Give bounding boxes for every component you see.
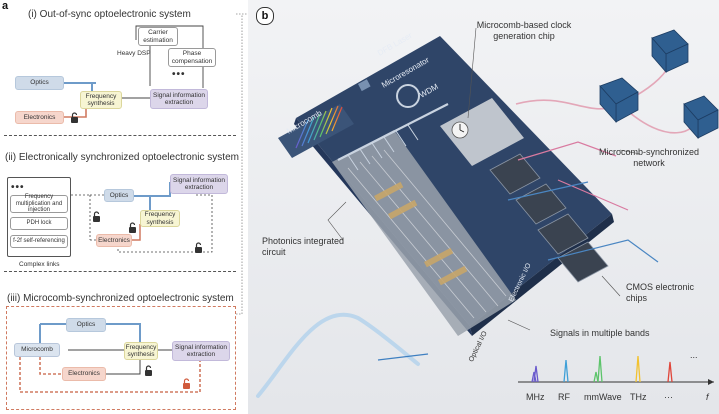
section-iii-connectors — [19, 323, 201, 393]
section-iii-frame — [6, 306, 236, 410]
heavy-dsp-label: Heavy DSP — [117, 50, 151, 57]
cmos-label: CMOS electronic chips — [626, 282, 695, 303]
complex-links-label: Complex links — [19, 261, 60, 268]
band-rf: RF — [558, 392, 570, 402]
divider-1 — [4, 135, 236, 136]
signals-label: Signals in multiple bands — [550, 328, 650, 338]
lock-icon-red — [183, 378, 190, 389]
photonics-label: Photonics integrated circuit — [262, 236, 345, 257]
band-mmwave: mmWave — [584, 392, 622, 402]
microcomb-box: Microcomb — [14, 343, 60, 357]
electronics-box-i: Electronics — [15, 111, 64, 124]
lock-icon — [145, 365, 152, 376]
band-more: ··· — [664, 392, 673, 402]
section-ii-title: (ii) Electronically synchronized optoele… — [5, 152, 239, 163]
optics-box-i: Optics — [15, 76, 64, 90]
optics-box-iii: Optics — [66, 318, 106, 332]
panel-link-line — [236, 13, 254, 315]
panel-b-illustration — [248, 0, 719, 414]
frequency-synthesis-box-iii: Frequency synthesis — [124, 342, 158, 360]
phase-compensation-box: Phase compensation — [168, 48, 216, 67]
network-label: Microcomb-synchronized network — [598, 147, 700, 168]
dsp-ellipsis: ••• — [172, 69, 186, 80]
carrier-estimation-box: Carrier estimation — [138, 27, 178, 46]
f2f-box: f-2f self-referencing — [10, 235, 68, 248]
freq-mult-box: Frequency multiplication and injection — [10, 194, 68, 213]
panel-b-letter: b — [256, 7, 274, 25]
lock-icon — [129, 222, 136, 233]
band-mhz: MHz — [526, 392, 545, 402]
panel-a-letter: a — [2, 0, 9, 12]
pdh-lock-box: PDH lock — [10, 217, 68, 230]
signal-extraction-box-i: Signal information extraction — [150, 89, 208, 109]
clock-chip-label: Microcomb-based clock generation chip — [476, 20, 572, 41]
band-thz: THz — [630, 392, 647, 402]
lock-icon — [195, 242, 202, 253]
frequency-synthesis-box-i: Frequency synthesis — [80, 91, 122, 109]
section-iii-title: (iii) Microcomb-synchronized optoelectro… — [7, 293, 234, 304]
frequency-axis-label: f — [706, 392, 709, 402]
signal-extraction-box-iii: Signal information extraction — [172, 341, 230, 361]
electronics-box-iii: Electronics — [62, 367, 106, 381]
spectrum-ellipsis: ... — [690, 350, 698, 360]
divider-2 — [4, 271, 236, 272]
optics-box-ii: Optics — [104, 189, 134, 202]
lock-icon — [93, 211, 100, 222]
lock-icon — [71, 112, 78, 123]
signal-extraction-box-ii: Signal information extraction — [170, 174, 228, 194]
frequency-synthesis-box-ii: Frequency synthesis — [140, 210, 180, 227]
complex-links-panel — [7, 177, 71, 257]
electronics-box-ii: Electronics — [96, 234, 132, 247]
section-i-title: (i) Out-of-sync optoelectronic system — [28, 9, 191, 20]
links-ellipsis: ••• — [11, 182, 25, 193]
